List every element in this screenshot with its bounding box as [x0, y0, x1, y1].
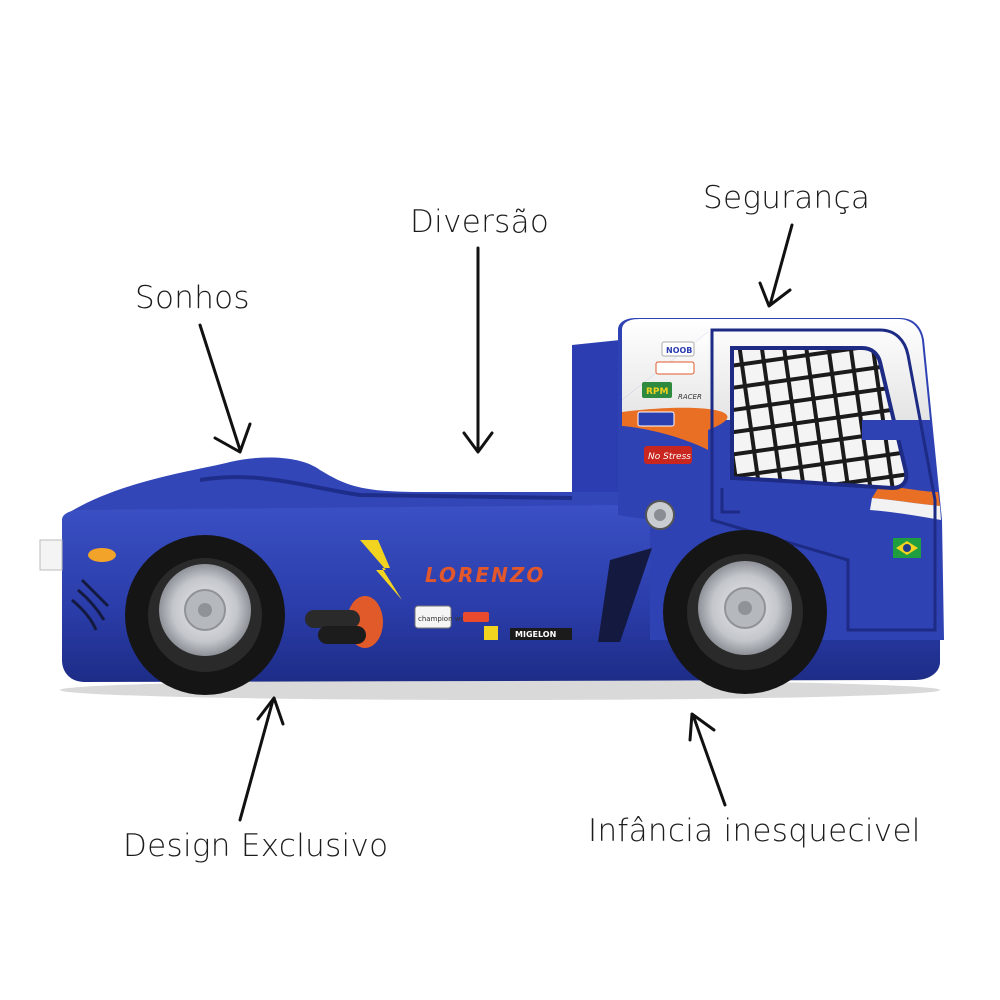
- headlight: [88, 548, 116, 562]
- name-decal: LORENZO: [425, 563, 545, 587]
- arrow-diversao: [462, 246, 494, 454]
- sticker-rpm: [642, 382, 672, 398]
- grille-lines: [71, 578, 110, 631]
- rear-wheel: [125, 535, 285, 695]
- sticker-no-stress: [644, 446, 692, 464]
- sticker-migelon: [510, 628, 572, 640]
- feature-label-sonhos: Sonhos: [135, 280, 250, 316]
- arrow-sonhos: [198, 323, 252, 454]
- feature-label-seguranca: Segurança: [703, 180, 871, 216]
- svg-text:No Stress: No Stress: [648, 452, 691, 462]
- feature-label-design: Design Exclusivo: [123, 828, 389, 864]
- svg-text:RPM: RPM: [646, 387, 669, 397]
- brand-tag: [39, 539, 63, 571]
- orange-stripe-right: [872, 485, 940, 506]
- exhaust-pipe: [305, 610, 360, 628]
- sticker-yellow: [484, 626, 498, 640]
- arrow-infancia: [688, 712, 727, 807]
- lightning-bolt-decal: [360, 540, 402, 600]
- svg-text:NOOB: NOOB: [666, 346, 692, 355]
- feature-label-infancia: Infância inesquecivel: [588, 813, 921, 849]
- sticker-noob: [661, 341, 695, 357]
- sticker-champion-world: [414, 605, 452, 629]
- side-mirror: [862, 420, 905, 440]
- side-vent: [598, 548, 652, 642]
- sticker-racer: RACER: [678, 393, 702, 401]
- mattress-edge: [199, 475, 573, 500]
- feature-label-diversao: Diversão: [410, 204, 550, 240]
- cab-back-panel: [572, 340, 620, 520]
- svg-text:champion world: champion world: [418, 615, 474, 623]
- door-handle: [720, 488, 740, 514]
- cab-window: [730, 346, 909, 491]
- cab-door: [710, 328, 937, 632]
- front-wheel: [663, 530, 827, 694]
- sticker-red: [463, 612, 489, 622]
- arrow-seguranca: [758, 223, 794, 308]
- arrow-design: [238, 696, 285, 822]
- svg-text:MIGELON: MIGELON: [515, 630, 556, 639]
